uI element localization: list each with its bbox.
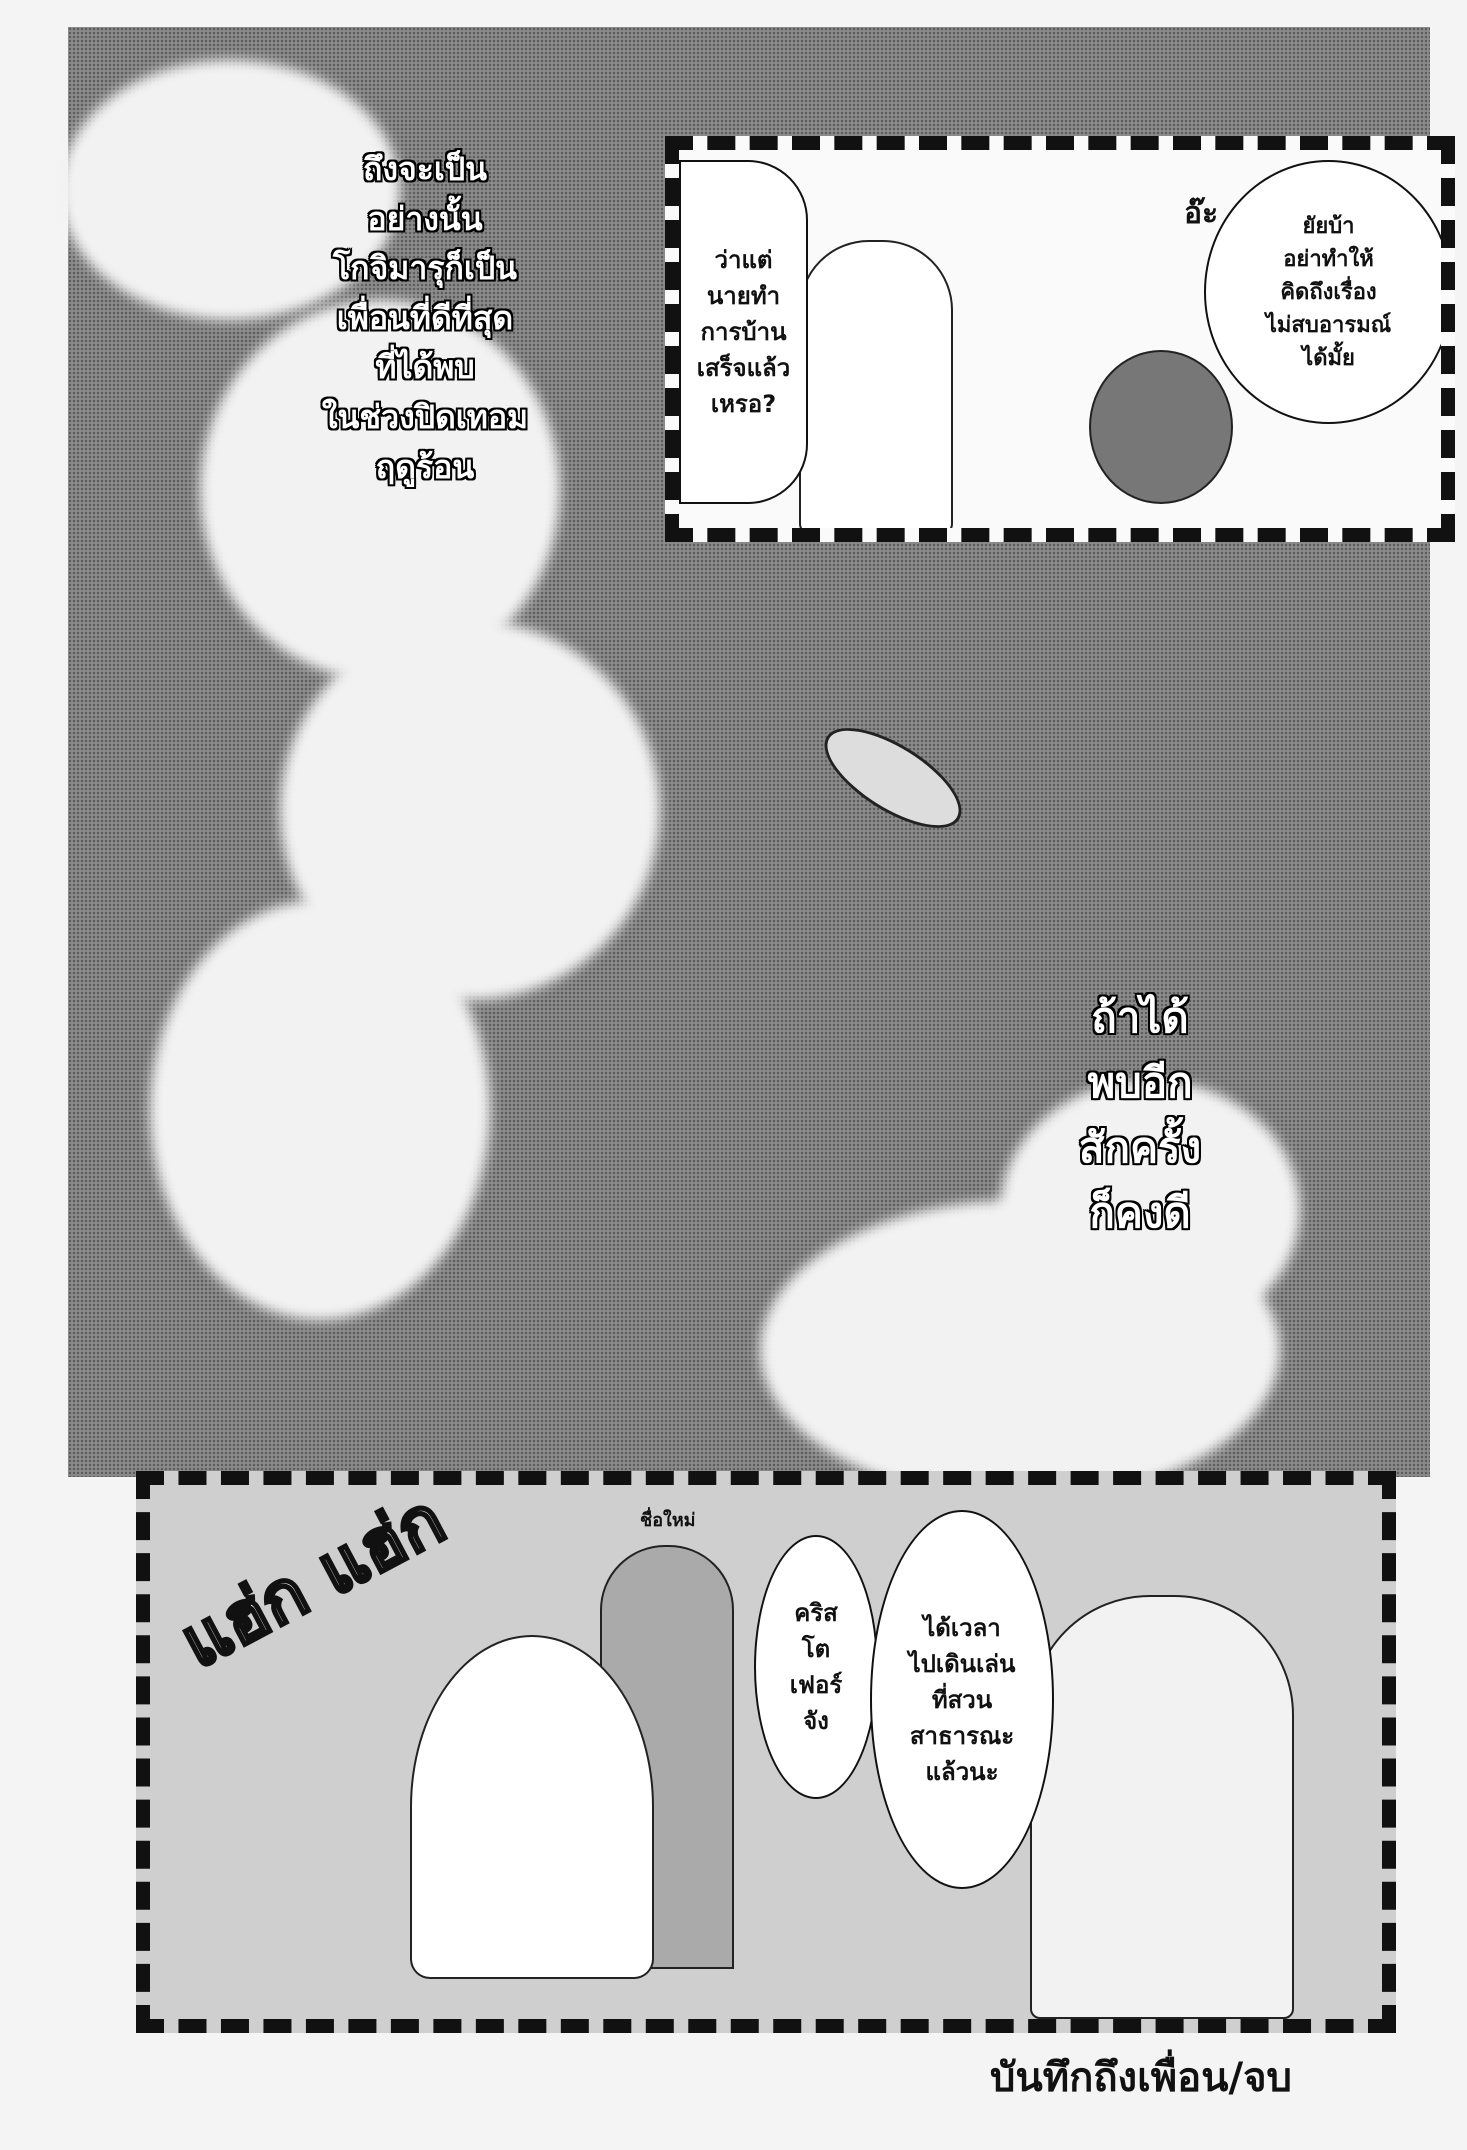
boy-cap-figure xyxy=(1089,350,1233,504)
cloud xyxy=(60,60,400,320)
speech-bubble-boy: ยัยบ้าอย่าทำให้คิดถึงเรื่องไม่สบอารมณ์ได… xyxy=(1204,160,1441,424)
cloud xyxy=(150,900,490,1320)
dog-prince-figure xyxy=(410,1635,654,1979)
speech-bubble-girl: ว่าแต่นายทำการบ้านเสร็จแล้วเหรอ? xyxy=(679,160,808,504)
speech-bubble-lady: ได้เวลาไปเดินเล่นที่สวนสาธารณะแล้วนะ xyxy=(870,1510,1054,1889)
top-panel: ว่าแต่นายทำการบ้านเสร็จแล้วเหรอ? อ๊ะ ยัย… xyxy=(665,136,1455,542)
girl-figure xyxy=(799,240,953,528)
lady-figure xyxy=(1030,1595,1294,2019)
speech-bubble-name: คริสโตเฟอร์จัง xyxy=(754,1535,878,1799)
sfx-panting: แฮ่ก แฮ่ก xyxy=(166,1477,459,1686)
end-caption: บันทึกถึงเพื่อน/จบ xyxy=(990,2055,1292,2101)
sfx-gasp: อ๊ะ xyxy=(1184,196,1219,231)
bottom-panel: แฮ่ก แฮ่ก ชื่อใหม่ คริสโตเฟอร์จัง ได้เวล… xyxy=(136,1471,1396,2033)
narration-left: ถึงจะเป็นอย่างนั้นโกจิมารุก็เป็นเพื่อนที… xyxy=(321,150,529,486)
cloud xyxy=(200,300,560,680)
cloud xyxy=(1000,1080,1300,1340)
note-new-name: ชื่อใหม่ xyxy=(640,1510,696,1531)
narration-right: ถ้าได้พบอีกสักครั้งก็คงดี xyxy=(1078,993,1202,1238)
